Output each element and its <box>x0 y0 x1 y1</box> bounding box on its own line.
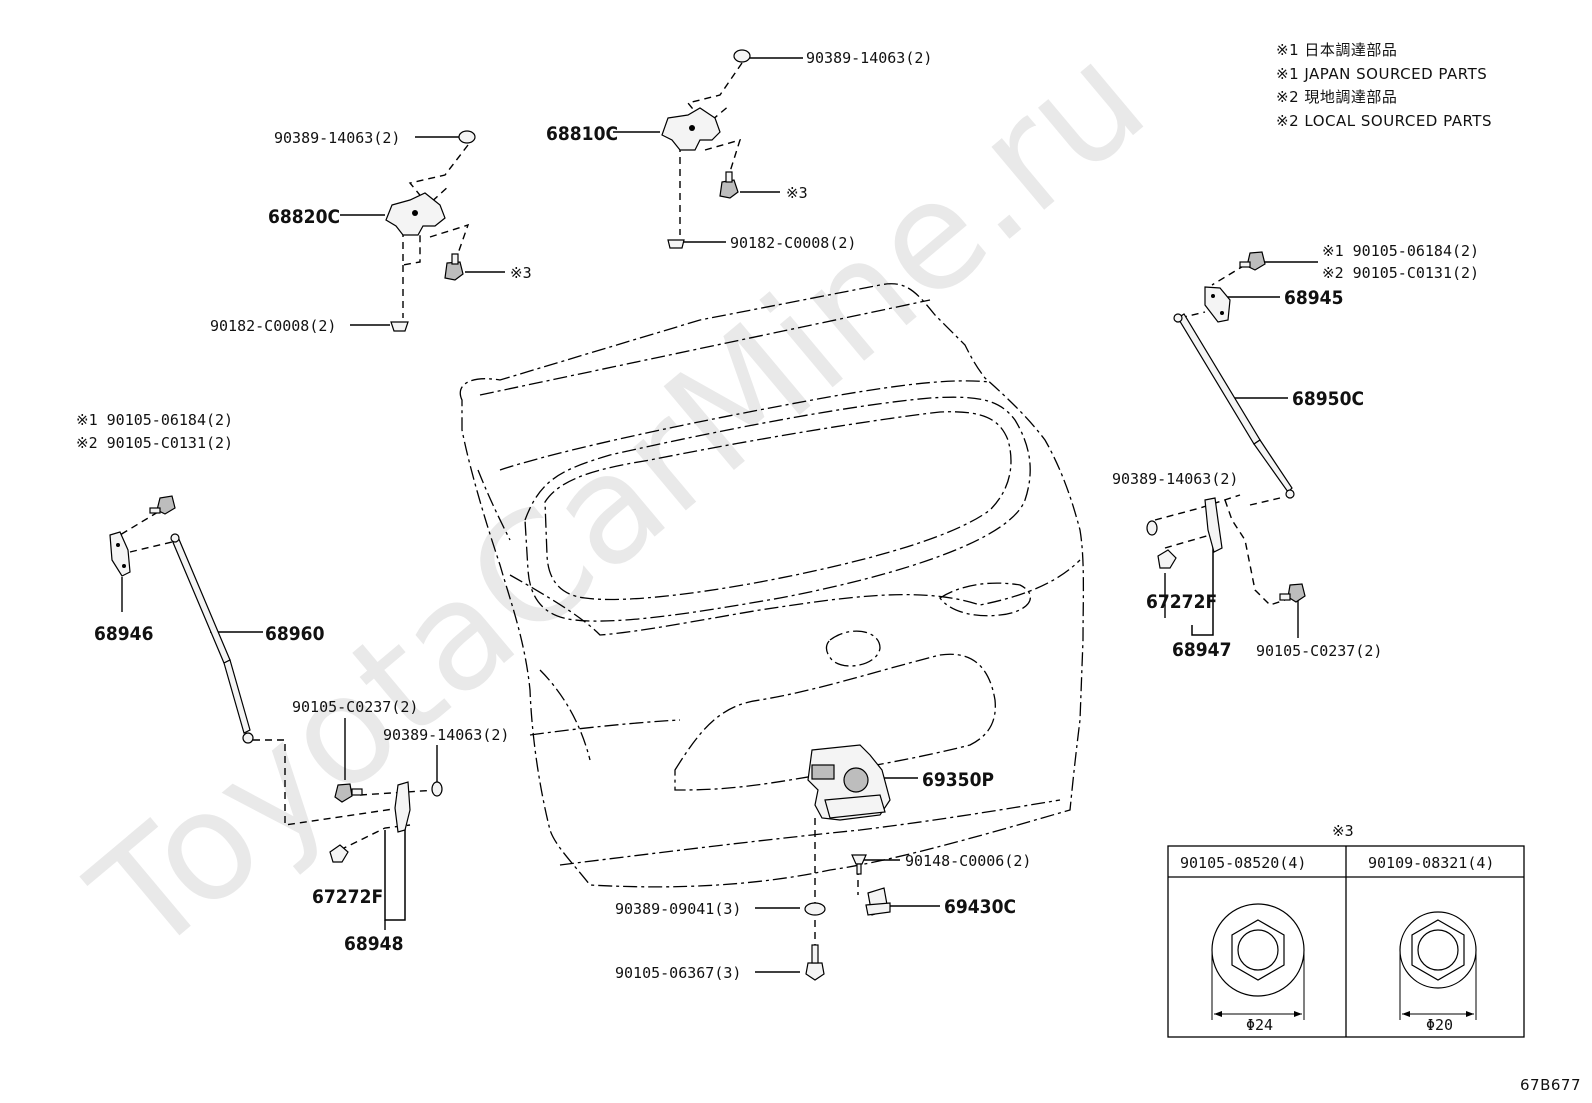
part-nut-lock <box>804 902 826 916</box>
part-labels: 90389-14063(2) 68810C ※3 90182-C0008(2) … <box>76 49 1479 982</box>
label-bracket-68945: 68945 <box>1284 287 1343 309</box>
label-bolt-right-stay: 90105-C0237(2) <box>1256 642 1382 660</box>
part-hinge-68820c <box>385 192 446 236</box>
label-nut-right-stay: 90389-14063(2) <box>1112 470 1238 488</box>
part-screw-cover <box>851 854 867 875</box>
label-note3-center: ※3 <box>786 184 808 202</box>
nut-spec-table: ※3 90105-08520(4) 90109-08321(4) Φ24 <box>1167 822 1525 1038</box>
part-stopper-left <box>329 844 349 863</box>
table-col2-header: 90109-08321(4) <box>1368 854 1494 872</box>
part-grommet-left <box>390 321 409 332</box>
label-bolt-left-strut-2: ※2 90105-C0131(2) <box>76 434 233 452</box>
part-nut-left-stay <box>431 781 443 797</box>
part-bolt-center-note3 <box>719 171 739 199</box>
part-bracket-68946 <box>109 531 131 577</box>
part-bolt-right-stay <box>1279 583 1306 603</box>
label-screw-cover: 90148-C0006(2) <box>905 852 1031 870</box>
label-strut-68950c: 68950C <box>1292 388 1364 410</box>
part-bolt-left-note3 <box>444 253 464 281</box>
back-door-outline <box>459 283 1085 888</box>
nut-icon-phi24 <box>1211 903 1305 1020</box>
part-grommet-center <box>667 239 685 249</box>
legend-line-1: ※1 日本調達部品 <box>1276 41 1397 59</box>
table-col1-dim: Φ24 <box>1246 1016 1273 1034</box>
label-cover-69430c: 69430C <box>944 896 1016 918</box>
part-bolt-left-stay <box>334 783 363 803</box>
diagram-code: 67B677 <box>1520 1076 1581 1094</box>
label-grommet-left: 90182-C0008(2) <box>210 317 336 335</box>
label-hinge-68810c: 68810C <box>546 123 618 145</box>
leader-lines <box>119 57 1318 973</box>
label-nut-lock: 90389-09041(3) <box>615 900 741 918</box>
legend-line-2: ※1 JAPAN SOURCED PARTS <box>1276 65 1487 83</box>
watermark-text: ToyotaCarMine.ru <box>61 12 1177 988</box>
part-lock-69350p <box>807 744 891 821</box>
label-bracket-68946: 68946 <box>94 623 153 645</box>
label-nut-top-center: 90389-14063(2) <box>806 49 932 67</box>
legend: ※1 日本調達部品 ※1 JAPAN SOURCED PARTS ※2 現地調達… <box>1276 41 1492 130</box>
label-bolt-left-strut-1: ※1 90105-06184(2) <box>76 411 233 429</box>
label-lock-69350p: 69350P <box>922 769 994 791</box>
table-note-label: ※3 <box>1332 822 1354 840</box>
label-stopper-left: 67272F <box>312 886 383 908</box>
label-stay-68947: 68947 <box>1172 639 1231 661</box>
label-nut-top-left: 90389-14063(2) <box>274 129 400 147</box>
part-nut-right-stay <box>1146 520 1158 536</box>
part-strut-68950c <box>1173 313 1295 499</box>
part-nut-top-left <box>458 130 476 144</box>
label-grommet-center: 90182-C0008(2) <box>730 234 856 252</box>
label-nut-left-stay: 90389-14063(2) <box>383 726 509 744</box>
label-stopper-right: 67272F <box>1146 591 1217 613</box>
label-stay-68948: 68948 <box>344 933 403 955</box>
label-bolt-left-stay: 90105-C0237(2) <box>292 698 418 716</box>
part-bracket-68945 <box>1204 286 1231 323</box>
part-strut-68960 <box>170 533 254 744</box>
part-stopper-right <box>1157 549 1177 569</box>
label-strut-68960: 68960 <box>265 623 325 645</box>
label-bolt-lock: 90105-06367(3) <box>615 964 741 982</box>
part-bolt-left-strut <box>149 495 176 515</box>
nut-icon-phi20 <box>1399 911 1477 1020</box>
table-col2-dim: Φ20 <box>1426 1016 1453 1034</box>
part-bolt-lock <box>805 944 825 981</box>
part-bolt-right-strut <box>1239 251 1266 271</box>
part-stay-right <box>1204 497 1223 553</box>
part-stay-left <box>394 781 411 833</box>
label-bolt-right-strut-1: ※1 90105-06184(2) <box>1322 242 1479 260</box>
label-hinge-68820c: 68820C <box>268 206 340 228</box>
part-cover-69430c <box>865 887 891 916</box>
label-note3-left: ※3 <box>510 264 532 282</box>
legend-line-3: ※2 現地調達部品 <box>1276 88 1397 106</box>
part-hinge-68810c <box>661 107 721 151</box>
label-bolt-right-strut-2: ※2 90105-C0131(2) <box>1322 264 1479 282</box>
legend-line-4: ※2 LOCAL SOURCED PARTS <box>1276 112 1492 130</box>
table-col1-header: 90105-08520(4) <box>1180 854 1306 872</box>
part-nut-top-center <box>733 49 751 63</box>
